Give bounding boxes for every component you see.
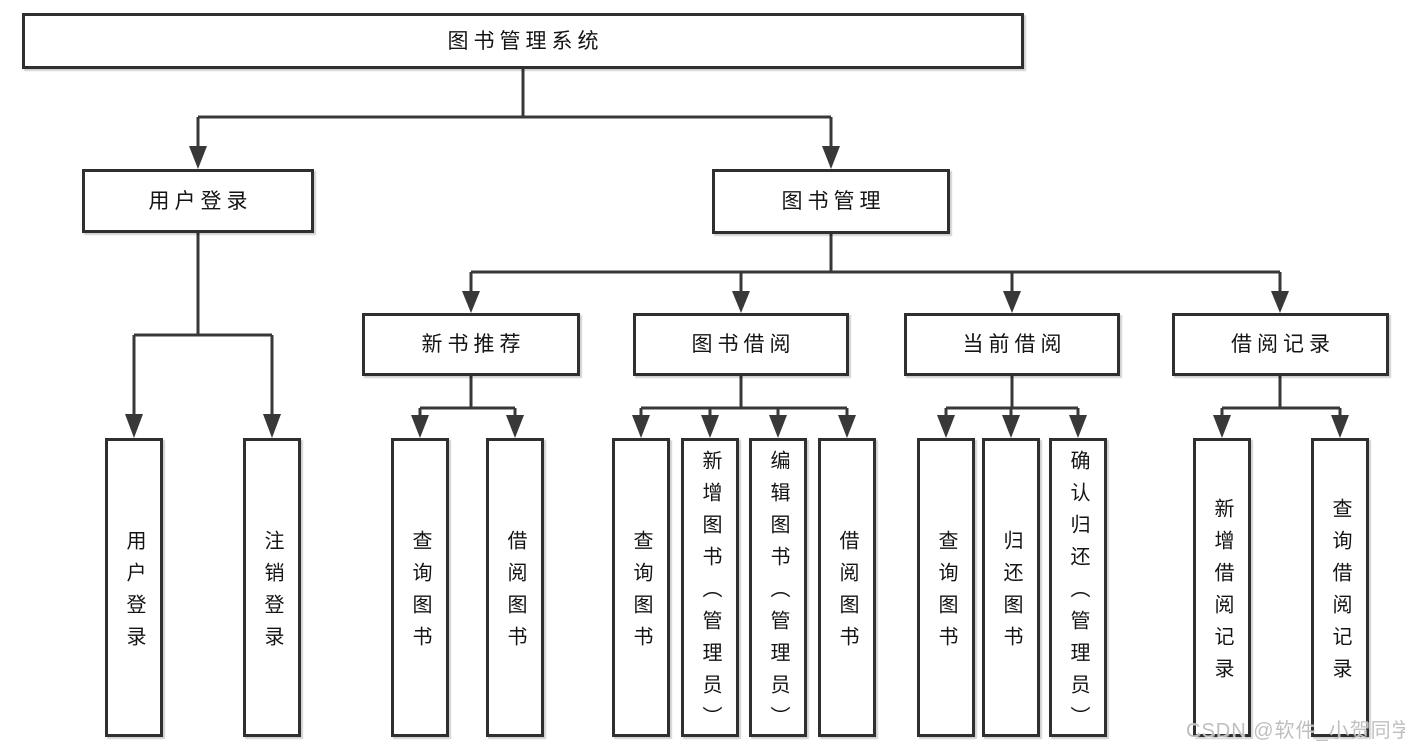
node-label: 查询图书 (935, 529, 957, 658)
node-label: 图书管理系统 (447, 29, 604, 53)
leaf-current-confirm-return-admin: 确认归还（管理员） (1049, 438, 1107, 738)
node-root: 图书管理系统 (22, 13, 1024, 69)
leaf-borrow-edit-book-admin: 编辑图书（管理员） (749, 438, 807, 738)
leaf-current-query-book: 查询图书 (917, 438, 975, 737)
leaf-borrow-query-book: 查询图书 (612, 438, 670, 737)
node-label: 图书管理 (781, 190, 886, 213)
node-label: 用户登录 (148, 189, 253, 213)
node-label: 当前借阅 (962, 333, 1067, 356)
node-label: 用户登录 (123, 529, 145, 658)
leaf-borrow-add-book-admin: 新增图书（管理员） (681, 438, 739, 738)
leaf-records-query-record: 查询借阅记录 (1311, 438, 1369, 737)
node-label: 借阅图书 (836, 529, 858, 658)
node-book-borrow: 图书借阅 (633, 313, 849, 376)
node-current-borrow: 当前借阅 (904, 313, 1120, 376)
node-label: 查询图书 (630, 529, 652, 658)
leaf-borrow-borrow-book: 借阅图书 (818, 438, 876, 737)
node-label: 查询图书 (409, 529, 431, 658)
node-label: 图书借阅 (691, 333, 796, 356)
leaf-records-add-record: 新增借阅记录 (1193, 438, 1251, 737)
node-label: 归还图书 (1000, 529, 1022, 658)
node-label: 新增图书（管理员） (699, 449, 721, 738)
node-label: 新增借阅记录 (1211, 497, 1233, 690)
leaf-current-return-book: 归还图书 (982, 438, 1040, 737)
node-new-book-recommend: 新书推荐 (362, 313, 580, 376)
node-label: 查询借阅记录 (1329, 497, 1351, 690)
node-book-management: 图书管理 (712, 169, 950, 234)
node-user-login: 用户登录 (82, 169, 314, 233)
node-label: 借阅记录 (1231, 333, 1335, 356)
leaf-logout-login: 注销登录 (243, 438, 301, 737)
node-label: 编辑图书（管理员） (767, 449, 789, 738)
leaf-user-login: 用户登录 (105, 438, 163, 737)
leaf-recommend-borrow-book: 借阅图书 (486, 438, 544, 737)
node-borrow-records: 借阅记录 (1172, 313, 1389, 376)
node-label: 借阅图书 (504, 529, 526, 658)
leaf-recommend-query-book: 查询图书 (391, 438, 449, 737)
node-label: 新书推荐 (421, 333, 526, 356)
node-label: 确认归还（管理员） (1067, 449, 1089, 738)
node-label: 注销登录 (261, 529, 283, 658)
csdn-watermark: CSDN @软件_小贺同学 (1186, 720, 1405, 742)
